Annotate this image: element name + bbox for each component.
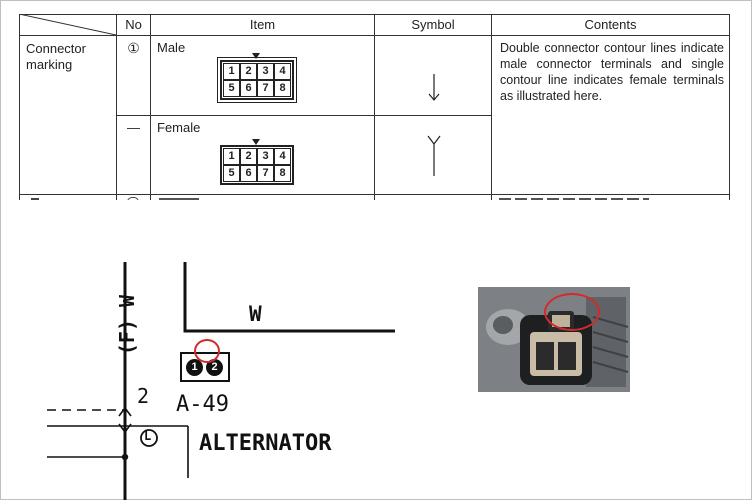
male-arrow-icon	[428, 74, 440, 101]
pin-label: 2	[240, 63, 257, 80]
terminal-number: 2	[137, 384, 150, 408]
wire-label-horizontal: W	[249, 302, 262, 326]
pin-label: 8	[274, 80, 291, 97]
connector-pin-2: 2	[206, 359, 223, 376]
header-contents: Contents	[584, 17, 637, 32]
header-symbol: Symbol	[411, 17, 455, 32]
row-item-female: Female	[157, 120, 201, 135]
pin-label: 5	[223, 165, 240, 182]
header-item: Item	[249, 17, 276, 32]
pin-label: 1	[223, 148, 240, 165]
pin-label: 6	[240, 80, 257, 97]
row-no-male: ①	[127, 40, 140, 56]
pin-label: 6	[240, 165, 257, 182]
connector-latch-icon	[252, 53, 260, 59]
header-no: No	[125, 17, 142, 32]
row-item-male: Male	[157, 40, 186, 55]
pin-label: 4	[274, 148, 291, 165]
connector-marking-table: No Item Symbol Contents Connector markin…	[19, 14, 730, 200]
male-connector-diagram: 1 2 3 4 5 6 7 8	[217, 57, 297, 103]
wire-label-vertical: (F) W	[115, 294, 139, 356]
row-no-female: —	[127, 120, 140, 135]
female-fork-icon	[427, 135, 441, 176]
connector-id: A-49	[176, 392, 229, 417]
pin-label: 1	[223, 63, 240, 80]
female-connector-diagram: 1 2 3 4 5 6 7 8	[220, 145, 294, 185]
pin-label: 5	[223, 80, 240, 97]
highlight-circle-diagram	[194, 339, 220, 363]
pin-label: 3	[257, 63, 274, 80]
row-label-connector-marking: Connector marking	[26, 41, 86, 72]
pin-label: 7	[257, 80, 274, 97]
connector-latch-icon	[252, 139, 260, 145]
pin-label: 2	[240, 148, 257, 165]
highlight-circle-photo	[544, 293, 600, 331]
terminal-symbol: L	[144, 429, 152, 443]
header-diagonal	[19, 14, 117, 36]
pin-label: 4	[274, 63, 291, 80]
pin-label: 8	[274, 165, 291, 182]
connector-pin-1: 1	[186, 359, 203, 376]
contents-description: Double connector contour lines indicate …	[500, 41, 724, 103]
pin-label: 3	[257, 148, 274, 165]
component-label-alternator: ALTERNATOR	[199, 431, 332, 456]
pin-label: 7	[257, 165, 274, 182]
